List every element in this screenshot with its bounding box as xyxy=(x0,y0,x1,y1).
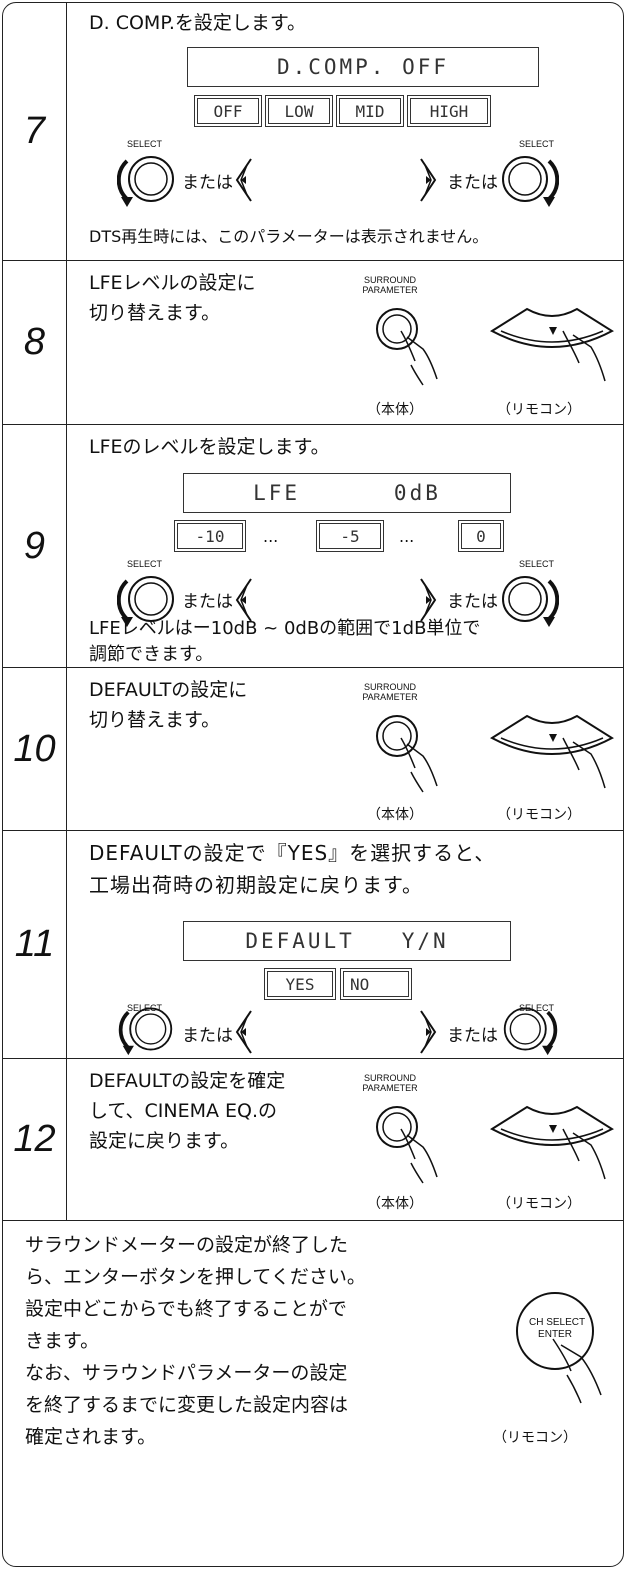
or-text: または xyxy=(447,592,498,612)
select-knob-right-icon[interactable] xyxy=(499,1001,559,1057)
footer-line: ら、エンターボタンを押してください。 xyxy=(25,1266,366,1288)
note-text: DTS再生時には、このパラメーターは表示されません。 xyxy=(89,227,489,246)
note-text: LFEレベルはー10dB ~ 0dBの範囲で1dB単位で xyxy=(89,618,481,639)
select-label: SELECT xyxy=(519,1003,555,1013)
step-text-line: DEFAULTの設定に xyxy=(89,679,248,701)
lcd-display: DEFAULT Y/N xyxy=(183,921,511,961)
step-number: 7 xyxy=(3,3,67,260)
left-arrow-button-icon[interactable] xyxy=(233,157,255,203)
ch-select-enter-button-icon[interactable] xyxy=(509,1281,619,1411)
select-label: SELECT xyxy=(519,559,555,569)
step-8-row: 8 LFEレベルの設定に 切り替えます。 SURROUND PARAMETER … xyxy=(3,261,623,425)
select-label: SELECT xyxy=(127,559,163,569)
footer-line: を終了するまでに変更した設定内容は xyxy=(25,1394,349,1416)
step-7-row: 7 D. COMP.を設定します。 D.COMP. OFF OFF LOW MI… xyxy=(3,3,623,261)
step-10-row: 10 DEFAULTの設定に 切り替えます。 SURROUND PARAMETE… xyxy=(3,668,623,831)
right-arrow-button-icon[interactable] xyxy=(417,157,439,203)
step-title: D. COMP.を設定します。 xyxy=(89,12,306,34)
select-label: SELECT xyxy=(519,139,555,149)
step-text-line: DEFAULTの設定を確定 xyxy=(89,1070,286,1092)
option-box: HIGH xyxy=(407,95,491,127)
surround-parameter-label: SURROUND PARAMETER xyxy=(362,275,418,295)
footer-line: きます。 xyxy=(25,1330,100,1352)
option-box: OFF xyxy=(194,95,262,127)
note-text: 調節できます。 xyxy=(89,644,214,665)
or-text: または xyxy=(182,173,233,193)
step-title: LFEのレベルを設定します。 xyxy=(89,436,330,458)
option-box: -5 xyxy=(316,520,384,552)
remote-down-button-icon[interactable] xyxy=(487,708,617,794)
remote-down-button-icon[interactable] xyxy=(487,1099,617,1185)
step-11-row: 11 DEFAULTの設定で『YES』を選択すると、 工場出荷時の初期設定に戻り… xyxy=(3,831,623,1059)
step-number: 10 xyxy=(3,668,67,830)
step-text-line: DEFAULTの設定で『YES』を選択すると、 xyxy=(89,841,496,865)
footer-line: サラウンドメーターの設定が終了した xyxy=(25,1234,349,1256)
or-text: または xyxy=(182,592,233,612)
right-arrow-button-icon[interactable] xyxy=(417,577,439,623)
surround-parameter-label: SURROUND PARAMETER xyxy=(362,1073,418,1093)
remote-down-button-icon[interactable] xyxy=(487,301,617,387)
step-text-line: 切り替えます。 xyxy=(89,302,221,324)
remote-label: （リモコン） xyxy=(497,807,581,823)
ch-select-enter-label: CH SELECT ENTER xyxy=(529,1317,586,1340)
step-number: 12 xyxy=(3,1059,67,1220)
main-unit-label: （本体） xyxy=(367,1196,423,1212)
step-text-line: して、CINEMA EQ.の xyxy=(89,1100,277,1122)
or-text: または xyxy=(182,1026,233,1046)
option-box: YES xyxy=(264,968,336,1000)
footer-section: サラウンドメーターの設定が終了した ら、エンターボタンを押してください。 設定中… xyxy=(3,1221,623,1566)
option-box: NO xyxy=(340,968,412,1000)
select-label: SELECT xyxy=(127,139,163,149)
ellipsis: ... xyxy=(263,527,279,546)
left-arrow-button-icon[interactable] xyxy=(233,1009,255,1055)
step-text-line: LFEレベルの設定に xyxy=(89,272,256,294)
option-box: 0 xyxy=(458,520,504,552)
select-knob-left-icon[interactable] xyxy=(117,149,177,209)
remote-label: （リモコン） xyxy=(493,1430,577,1446)
step-number: 8 xyxy=(3,261,67,424)
lcd-display: LFE 0dB xyxy=(183,473,511,513)
step-9-row: 9 LFEのレベルを設定します。 LFE 0dB -10 ... -5 ... … xyxy=(3,425,623,668)
option-box: -10 xyxy=(174,520,246,552)
footer-line: なお、サラウンドパラメーターの設定 xyxy=(25,1362,348,1384)
right-arrow-button-icon[interactable] xyxy=(417,1009,439,1055)
remote-label: （リモコン） xyxy=(497,402,581,418)
footer-line: 確定されます。 xyxy=(25,1426,157,1448)
main-unit-label: （本体） xyxy=(367,402,423,418)
main-unit-label: （本体） xyxy=(367,807,423,823)
select-knob-right-icon[interactable] xyxy=(499,149,559,209)
step-text-line: 工場出荷時の初期設定に戻ります。 xyxy=(89,873,423,897)
left-arrow-button-icon[interactable] xyxy=(233,577,255,623)
step-text-line: 設定に戻ります。 xyxy=(89,1130,240,1152)
footer-line: 設定中どこからでも終了することがで xyxy=(25,1298,347,1320)
select-knob-left-icon[interactable] xyxy=(117,1001,177,1057)
or-text: または xyxy=(447,1026,498,1046)
option-box: LOW xyxy=(265,95,333,127)
ellipsis: ... xyxy=(399,527,415,546)
remote-label: （リモコン） xyxy=(497,1196,581,1212)
select-label: SELECT xyxy=(127,1003,163,1013)
step-number: 9 xyxy=(3,425,67,667)
surround-parameter-button-icon[interactable] xyxy=(367,708,447,794)
step-number: 11 xyxy=(3,831,67,1058)
option-box: MID xyxy=(336,95,404,127)
step-12-row: 12 DEFAULTの設定を確定 して、CINEMA EQ.の 設定に戻ります。… xyxy=(3,1059,623,1221)
or-text: または xyxy=(447,173,498,193)
surround-parameter-label: SURROUND PARAMETER xyxy=(362,682,418,702)
surround-parameter-button-icon[interactable] xyxy=(367,301,447,387)
surround-parameter-button-icon[interactable] xyxy=(367,1099,447,1185)
select-knob-left-icon[interactable] xyxy=(117,569,177,629)
step-text-line: 切り替えます。 xyxy=(89,709,221,731)
select-knob-right-icon[interactable] xyxy=(499,569,559,629)
lcd-display: D.COMP. OFF xyxy=(187,47,539,87)
